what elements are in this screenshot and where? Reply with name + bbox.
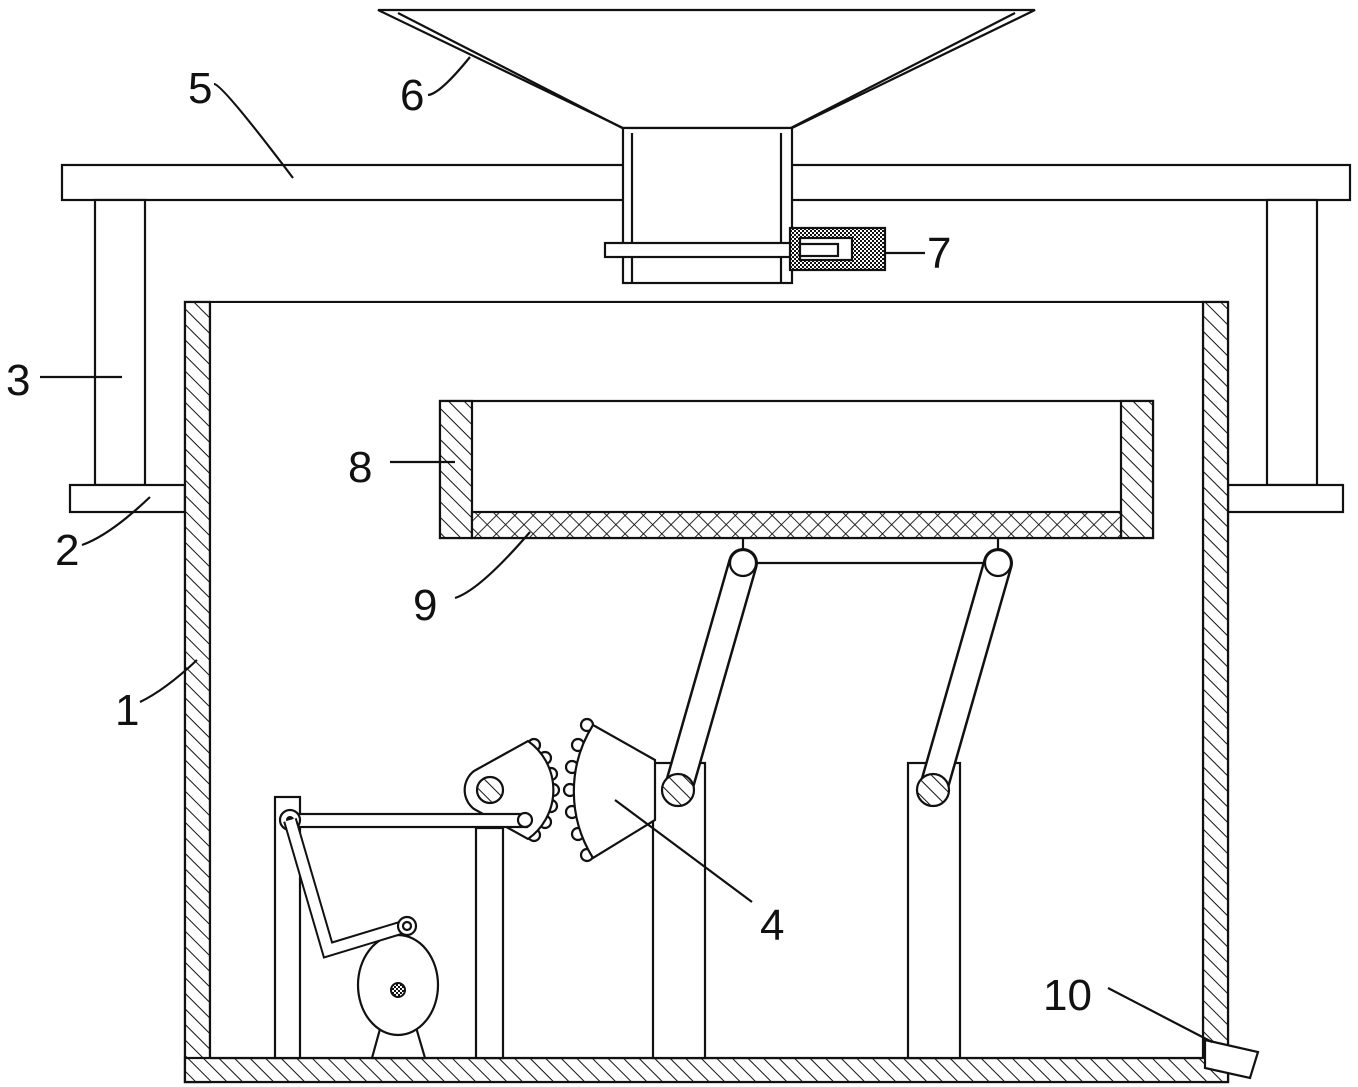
- crank-disk-shaft: [390, 982, 406, 998]
- leader-line-5: [213, 82, 294, 179]
- small-gear-shaft: [475, 775, 505, 805]
- box-wall-right: [1201, 300, 1230, 1084]
- upper-pivot-left: [728, 548, 758, 578]
- box-wall-left: [183, 300, 212, 1084]
- upper-pivot-right: [983, 548, 1013, 578]
- label-top-beam: 5: [188, 64, 212, 113]
- hopper-funnel-inner-left: [397, 12, 633, 134]
- label-tray: 8: [348, 443, 372, 492]
- hopper: [377, 8, 1036, 134]
- label-sector-gear: 4: [760, 901, 784, 950]
- tray-wall-right: [1119, 399, 1155, 540]
- leader-line-9: [454, 531, 531, 600]
- support-post-left: [651, 761, 707, 1060]
- support-post-right: [906, 761, 962, 1060]
- rod-pivot-right: [915, 772, 951, 808]
- label-mesh-screen: 9: [413, 581, 437, 630]
- outlet-pipe: [1203, 1038, 1260, 1080]
- hopper-funnel: [377, 8, 1036, 130]
- crank-pin-center: [401, 920, 413, 932]
- sector-gear-large-body: [572, 723, 657, 860]
- label-box: 1: [115, 686, 139, 735]
- leader-line-4: [614, 799, 753, 903]
- pillar-left: [93, 198, 147, 487]
- pillar-right: [1265, 198, 1319, 487]
- valve-assembly: [603, 226, 887, 272]
- leader-lines: [40, 56, 1213, 1043]
- bracket-right: [1226, 483, 1345, 514]
- connecting-rod: [283, 812, 529, 829]
- mesh-screen: [470, 510, 1123, 540]
- tray: [438, 399, 1155, 540]
- valve-piston-rod: [798, 242, 840, 258]
- bracket-left: [68, 483, 187, 514]
- rod-post: [474, 826, 505, 1060]
- leader-line-1: [139, 659, 198, 703]
- label-outlet: 10: [1043, 971, 1092, 1020]
- reference-numerals: 1 2 3 4 5 6 7 8 9 10: [6, 64, 1092, 1020]
- connecting-rod-pivot-right: [516, 811, 534, 829]
- hopper-funnel-inner-right: [780, 12, 1016, 134]
- hopper-chute-outer: [621, 126, 794, 285]
- label-bracket: 2: [55, 526, 79, 575]
- crank-link: [283, 818, 410, 959]
- sector-gear-large: [562, 717, 657, 863]
- box-floor: [183, 1056, 1230, 1084]
- label-hopper: 6: [400, 71, 424, 120]
- swing-rod-left: [663, 548, 758, 805]
- tray-wall-left: [438, 399, 474, 540]
- leader-line-10: [1107, 987, 1213, 1043]
- leader-line-6: [427, 56, 471, 97]
- label-valve-cylinder: 7: [927, 229, 951, 278]
- label-pillar: 3: [6, 356, 30, 405]
- hopper-chute: [621, 126, 794, 285]
- rod-pivot-left: [660, 772, 696, 808]
- swing-rod-right: [918, 548, 1013, 805]
- leader-line-2: [81, 496, 151, 547]
